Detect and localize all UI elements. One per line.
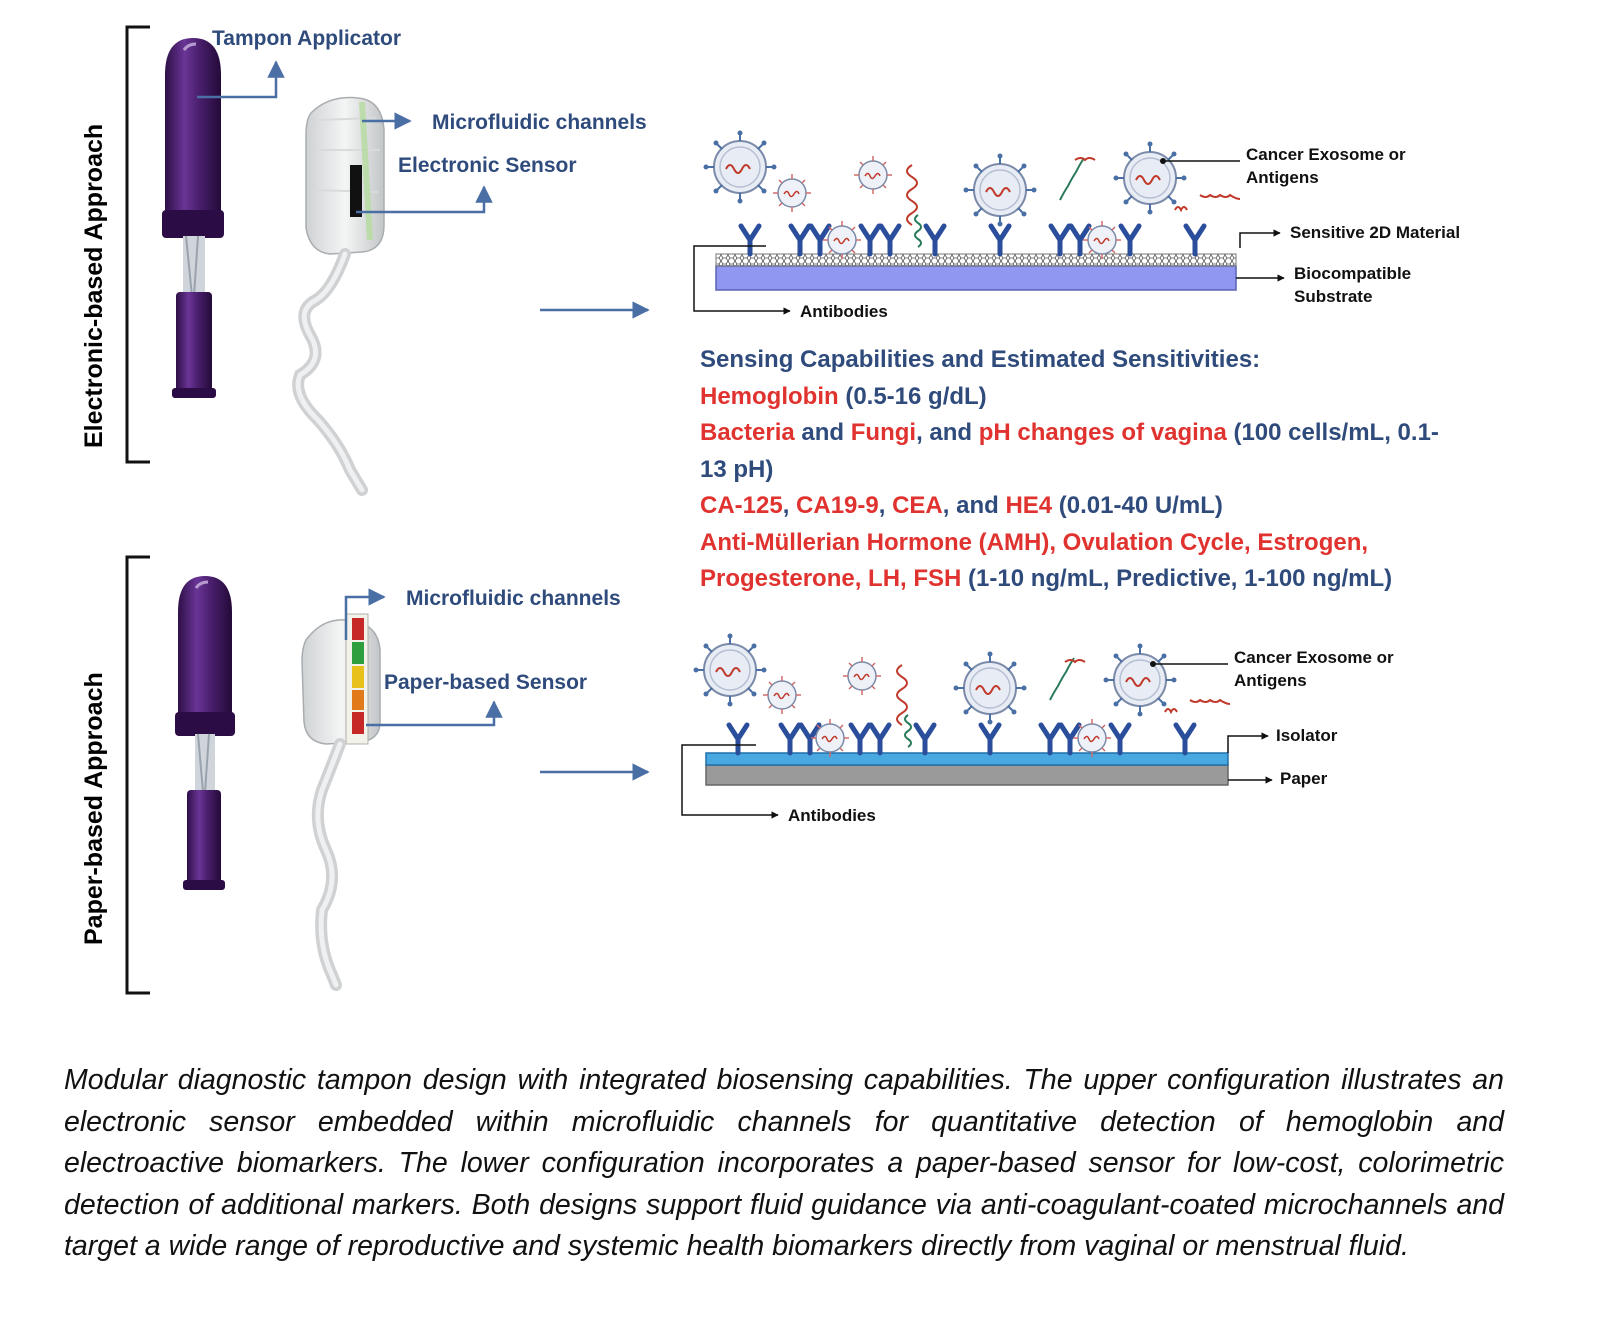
isolator-label: Isolator: [1276, 726, 1338, 745]
electronic-sensor-schematic: [693, 129, 1285, 315]
paper-approach-title: Paper-based Approach: [80, 672, 108, 945]
paper-sensor-schematic: [681, 632, 1273, 819]
biocompatible-substrate-label: Biocompatible Substrate: [1294, 264, 1412, 306]
tampon-applicator-label: Tampon Applicator: [212, 27, 401, 50]
sensitive-2d-material: [715, 253, 1237, 267]
biocompatible-substrate: [715, 265, 1237, 291]
electronic-approach-title: Electronic-based Approach: [80, 123, 108, 448]
sensing-tumor-markers: CA-125, CA19-9, CEA, and HE4 (0.01-40 U/…: [700, 492, 1223, 519]
isolator-layer: [705, 752, 1229, 766]
electronic-sensor-label: Electronic Sensor: [398, 154, 577, 177]
tampon-applicator-top-image: [162, 38, 224, 398]
sensing-hemoglobin: Hemoglobin (0.5-16 g/dL): [700, 382, 987, 410]
antibodies-label-top: Antibodies: [800, 302, 888, 321]
electronic-sensor-chip: [350, 165, 362, 217]
sensitive-2d-material-label: Sensitive 2D Material: [1290, 223, 1461, 242]
paper-layer: [705, 764, 1229, 786]
paper-sensor-label: Paper-based Sensor: [384, 671, 588, 694]
microfluidic-channels-label-top: Microfluidic channels: [432, 111, 647, 134]
antibodies-label-bottom: Antibodies: [788, 806, 876, 825]
bracket-electronic: [125, 25, 150, 464]
tampon-paper-image: [301, 613, 381, 991]
exosome-label-bottom: Cancer Exosome or Antigens: [1234, 648, 1394, 690]
microfluidic-channels-label-bottom: Microfluidic channels: [406, 587, 621, 610]
antibodies-bottom: [729, 725, 1194, 753]
tampon-electronic-image: [292, 96, 385, 496]
sensing-hormones: Anti-Müllerian Hormone (AMH), Ovulation …: [700, 528, 1393, 593]
exosome-label-top: Cancer Exosome or Antigens: [1246, 145, 1406, 187]
sensing-heading: Sensing Capabilities and Estimated Sensi…: [700, 346, 1261, 373]
sensing-microbes: Bacteria and Fungi, and pH changes of va…: [700, 419, 1439, 483]
antibodies-top: [741, 226, 1204, 254]
paper-label: Paper: [1280, 769, 1328, 788]
sensing-capabilities: Sensing Capabilities and Estimated Sensi…: [700, 342, 1460, 598]
paper-sensor-strip: [352, 618, 364, 734]
figure-caption: Modular diagnostic tampon design with in…: [64, 1064, 1504, 1262]
tampon-applicator-bottom-image: [175, 576, 235, 890]
bracket-paper: [125, 555, 150, 995]
